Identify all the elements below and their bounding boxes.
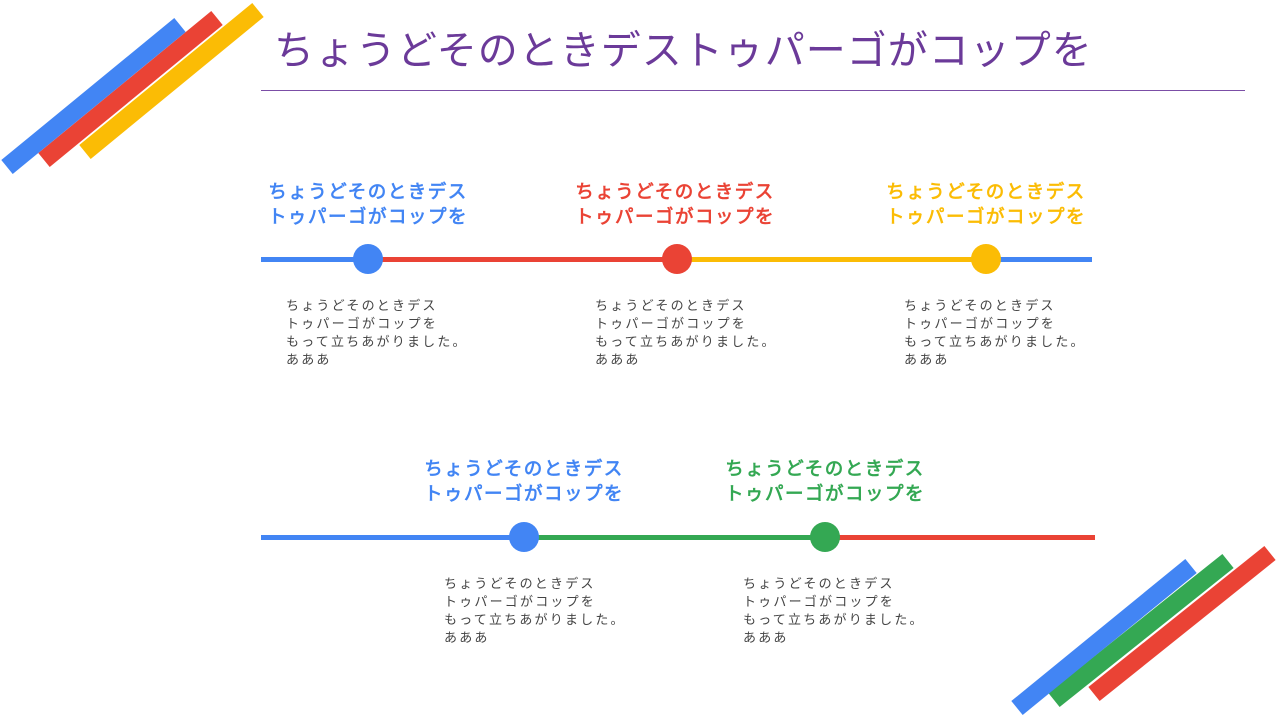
milestone-description: ちょうどそのときデス トゥパーゴがコップを もって立ちあがりました。 あああ — [743, 577, 925, 646]
stripe-yellow — [79, 3, 264, 159]
bottom-right-stripes — [1011, 545, 1276, 715]
stripe-green — [1048, 553, 1234, 708]
timeline-segment — [368, 257, 677, 262]
milestone-dot — [662, 244, 692, 274]
milestone-dot — [353, 244, 383, 274]
milestone-description: ちょうどそのときデス トゥパーゴがコップを もって立ちあがりました。 あああ — [286, 299, 468, 368]
page-title: ちょうどそのときデストゥパーゴがコップを — [274, 28, 1093, 74]
milestone-description: ちょうどそのときデス トゥパーゴがコップを もって立ちあがりました。 あああ — [595, 299, 777, 368]
milestone-heading: ちょうどそのときデス トゥパーゴがコップを — [574, 182, 775, 228]
milestone-dot — [971, 244, 1001, 274]
milestone-description: ちょうどそのときデス トゥパーゴがコップを もって立ちあがりました。 あああ — [444, 577, 626, 646]
milestone-heading: ちょうどそのときデス トゥパーゴがコップを — [267, 182, 468, 228]
milestone-heading: ちょうどそのときデス トゥパーゴがコップを — [423, 459, 624, 505]
top-left-stripes — [1, 3, 264, 174]
milestone-dot — [509, 522, 539, 552]
stripe-blue — [1, 18, 186, 174]
timeline-segment — [986, 257, 1092, 262]
title-divider — [261, 90, 1245, 91]
timeline-segment — [261, 535, 524, 540]
stripe-red — [38, 11, 223, 167]
milestone-description: ちょうどそのときデス トゥパーゴがコップを もって立ちあがりました。 あああ — [904, 299, 1086, 368]
milestone-heading: ちょうどそのときデス トゥパーゴがコップを — [724, 459, 925, 505]
timeline-segment — [261, 257, 368, 262]
stripe-blue — [1011, 559, 1197, 715]
milestone-heading: ちょうどそのときデス トゥパーゴがコップを — [885, 182, 1086, 228]
timeline-segment — [825, 535, 1095, 540]
timeline-segment — [524, 535, 825, 540]
stripe-red — [1088, 545, 1276, 702]
milestone-dot — [810, 522, 840, 552]
timeline-segment — [677, 257, 986, 262]
